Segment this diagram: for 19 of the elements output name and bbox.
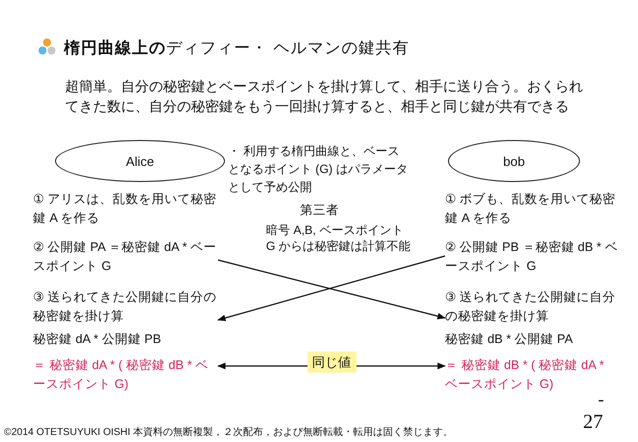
note-text: 秘密鍵 dA * 公開鍵 PB: [33, 331, 162, 348]
step-text: ② 公開鍵 PB ＝秘密鍵 dB * ベースポイント G: [445, 238, 620, 278]
note-text: 秘密鍵 dB * 公開鍵 PA: [445, 331, 573, 348]
step-text: ＝ 秘密鍵 dA * ( 秘密鍵 dB * ベースポイント G): [33, 356, 218, 396]
note-text: ① ボブも、乱数を用いて秘密鍵 A を作る: [445, 191, 617, 227]
note-text: 第三者: [300, 202, 339, 219]
edge-label: 同じ値: [307, 352, 356, 372]
slide-title: 楕円曲線上のディフィー・ ヘルマンの鍵共有: [64, 38, 410, 59]
step-text: ③ 送られてきた公開鍵に自分の秘密鍵を掛け算: [445, 288, 620, 328]
step-text: ② 公開鍵 PA ＝秘密鍵 dA * ベースポイント G: [33, 238, 218, 278]
person-ellipse: bob: [448, 140, 580, 182]
copyright-notice: ©2014 OTETSUYUKI OISHI 本資料の無断複製，２次配布，および無断転載・転用は固く禁じます。: [4, 427, 454, 439]
note-text: ① アリスは、乱数を用いて秘密鍵 A を作る: [33, 191, 218, 227]
person-ellipse: Alice: [55, 140, 225, 182]
step-text: ③ 送られてきた公開鍵に自分の秘密鍵を掛け算: [33, 288, 218, 328]
page-number: 27: [583, 411, 603, 433]
note-text: 超簡単。自分の秘密鍵とベースポイントを掛け算して、相手に送り合う。おくられてきた数に、自分の秘密鍵をもう一回掛け算すると、相手と同じ鍵が共有できる: [65, 77, 584, 116]
note-text: 暗号 A,B, ベースポイント G からは秘密鍵は計算不能: [266, 222, 411, 254]
note-text: ・ 利用する楕円曲線と、ベースとなるポイント (G) はパラメータとして予め公開: [228, 143, 409, 196]
